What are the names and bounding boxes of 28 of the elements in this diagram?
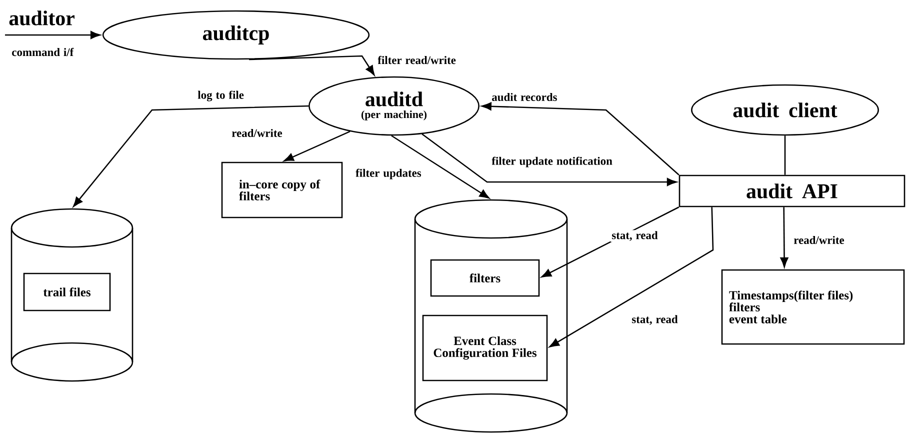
text-box: in–core copy of filters [221, 162, 343, 218]
arrow [73, 105, 309, 207]
edge-label: stat, read [630, 314, 679, 326]
arrow [5, 30, 100, 39]
text-box: audit API [678, 174, 906, 208]
edge-label: audit records [490, 92, 558, 102]
edge-label: stat, read [610, 230, 659, 242]
arrow [249, 55, 375, 76]
text-box: trail files [23, 272, 111, 312]
text-box: Event Class Configuration Files [422, 314, 548, 382]
arrow [391, 135, 490, 199]
arrow [482, 102, 680, 176]
edge-label: read/write [230, 128, 284, 138]
arrow [422, 133, 677, 186]
text-box: Timestamps(filter files) filters event table [721, 269, 905, 345]
text-box: filters [430, 259, 540, 297]
cylinder [414, 199, 568, 433]
edge-label: read/write [792, 234, 846, 246]
edge-label: log to file [196, 90, 245, 102]
edge-label: command i/f [10, 46, 75, 58]
edge-label: filter read/write [376, 54, 457, 66]
arrow [780, 207, 788, 268]
edge-label: filter update notification [490, 156, 614, 168]
cylinder [10, 208, 134, 382]
arrow [549, 207, 714, 348]
edge-label: filter updates [354, 168, 422, 180]
arrow [284, 130, 350, 162]
actor-label: auditor [9, 10, 74, 26]
